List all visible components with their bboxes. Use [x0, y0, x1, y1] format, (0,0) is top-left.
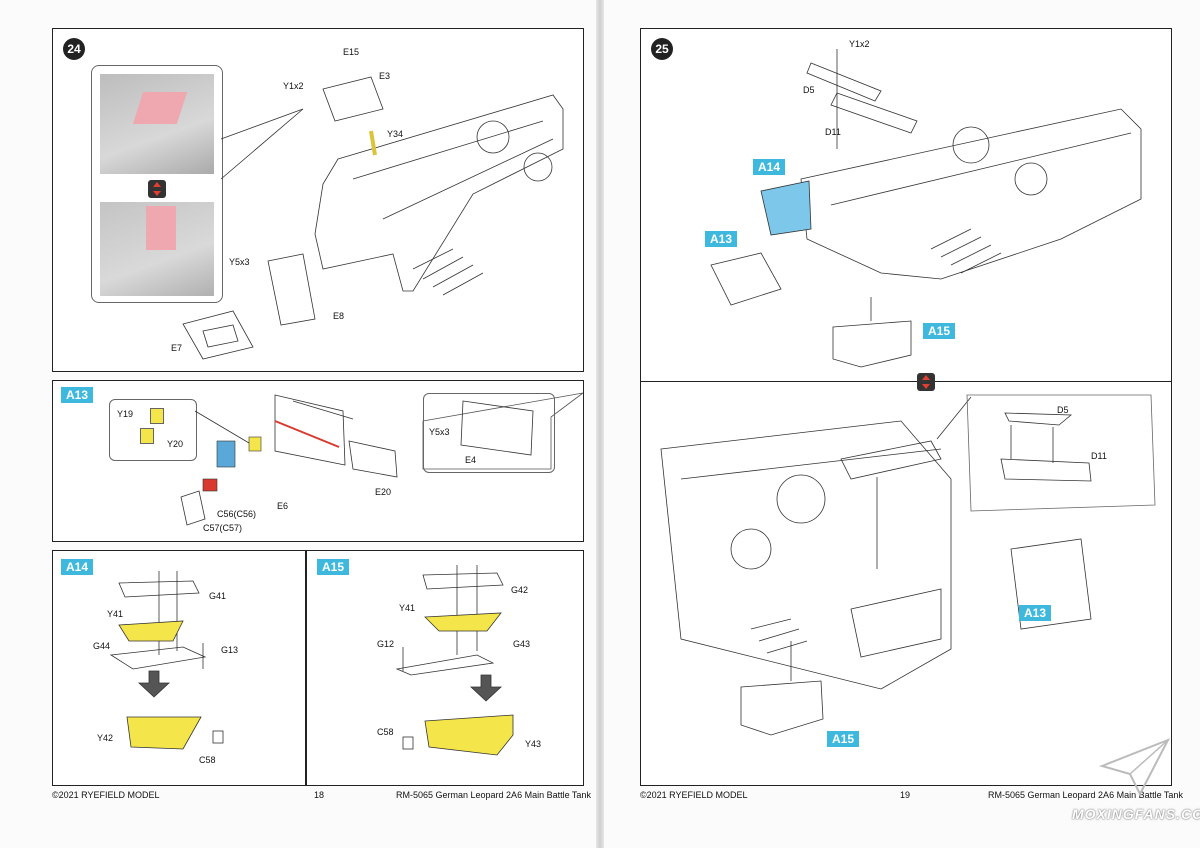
step-number-badge: 25	[651, 38, 673, 60]
label-y20: Y20	[167, 439, 184, 449]
swap-arrow-icon	[148, 180, 166, 198]
label-y42: Y42	[97, 733, 114, 743]
a13-tag: A13	[61, 387, 94, 403]
a15-drawing	[395, 565, 514, 756]
footer-page-number: 18	[314, 790, 325, 800]
a14-panel: A14 G41 Y41 G44 G13 Y42 C58	[52, 550, 306, 786]
a15-panel: A15 G42 Y41 G12 G43 C58 Y43	[306, 550, 584, 786]
pink-panel-raised	[146, 206, 176, 250]
inset-photo-before	[100, 74, 214, 174]
label-y1x2: Y1x2	[283, 81, 304, 91]
label-g41: G41	[209, 591, 227, 601]
a13-tag-lower: A13	[1019, 605, 1052, 621]
a14-tag: A14	[61, 559, 94, 575]
a13-panel: A13 Y19 Y20 Y5x3 E4 E6 C56(C56) C57(C57)…	[52, 380, 584, 542]
label-d11: D11	[825, 127, 841, 137]
label-y19: Y19	[117, 409, 134, 419]
step-25-drawing	[660, 49, 1156, 736]
a14-tag: A14	[753, 159, 786, 175]
label-g44: G44	[93, 641, 111, 651]
label-e3: E3	[379, 71, 391, 81]
a15-tag-lower: A15	[827, 731, 860, 747]
label-g42: G42	[511, 585, 529, 595]
watermark-text: MOXINGFANS.COM	[1072, 806, 1200, 822]
footer-title: RM-5065 German Leopard 2A6 Main Battle T…	[988, 790, 1183, 800]
inset-photo-box	[91, 65, 223, 303]
footer-title: RM-5065 German Leopard 2A6 Main Battle T…	[396, 790, 591, 800]
a15-tag: A15	[923, 323, 956, 339]
footer-copyright: ©2021 RYEFIELD MODEL	[52, 790, 160, 800]
label-g43: G43	[513, 639, 531, 649]
label-c58: C58	[377, 727, 394, 737]
label-e15: E15	[343, 47, 360, 57]
label-e4: E4	[465, 455, 477, 465]
inset-photo-after	[100, 202, 214, 296]
label-y41: Y41	[399, 603, 416, 613]
a13-tag: A13	[705, 231, 738, 247]
label-e6: E6	[277, 501, 289, 511]
label-d11-inset: D11	[1091, 451, 1107, 461]
label-e8: E8	[333, 311, 345, 321]
step-24-panel: 24 E15 E3 Y1x2	[52, 28, 584, 372]
watermark-logo	[1098, 736, 1171, 797]
label-e7: E7	[171, 343, 183, 353]
label-c56: C56(C56)	[217, 509, 257, 519]
label-d5-inset: D5	[1057, 405, 1069, 415]
a13-drawing	[180, 392, 584, 526]
step-number-badge: 24	[63, 38, 85, 60]
label-y34: Y34	[387, 129, 404, 139]
label-y1x2: Y1x2	[849, 39, 870, 49]
label-d5: D5	[803, 85, 815, 95]
panel-divider	[641, 381, 1171, 382]
label-e20: E20	[375, 487, 392, 497]
book-spine	[596, 0, 604, 848]
paper-plane-icon	[1098, 738, 1171, 797]
a13-right-inset	[423, 393, 555, 473]
label-y5x3: Y5x3	[429, 427, 450, 437]
step-25-panel: 25	[640, 28, 1172, 786]
footer-page-number: 19	[900, 790, 911, 800]
label-c57: C57(C57)	[203, 523, 243, 533]
yellow-part-y19	[150, 408, 164, 424]
footer-copyright: ©2021 RYEFIELD MODEL	[640, 790, 748, 800]
yellow-part-y20	[140, 428, 154, 444]
label-y5x3: Y5x3	[229, 257, 250, 267]
label-y41: Y41	[107, 609, 124, 619]
label-g13: G13	[221, 645, 239, 655]
a14-drawing	[109, 571, 224, 750]
swap-arrow-icon	[917, 373, 935, 391]
a13-inset-box	[109, 399, 197, 461]
step-24-drawing	[182, 76, 564, 360]
label-y43: Y43	[525, 739, 542, 749]
label-c58: C58	[199, 755, 216, 765]
a15-tag: A15	[317, 559, 350, 575]
label-g12: G12	[377, 639, 395, 649]
